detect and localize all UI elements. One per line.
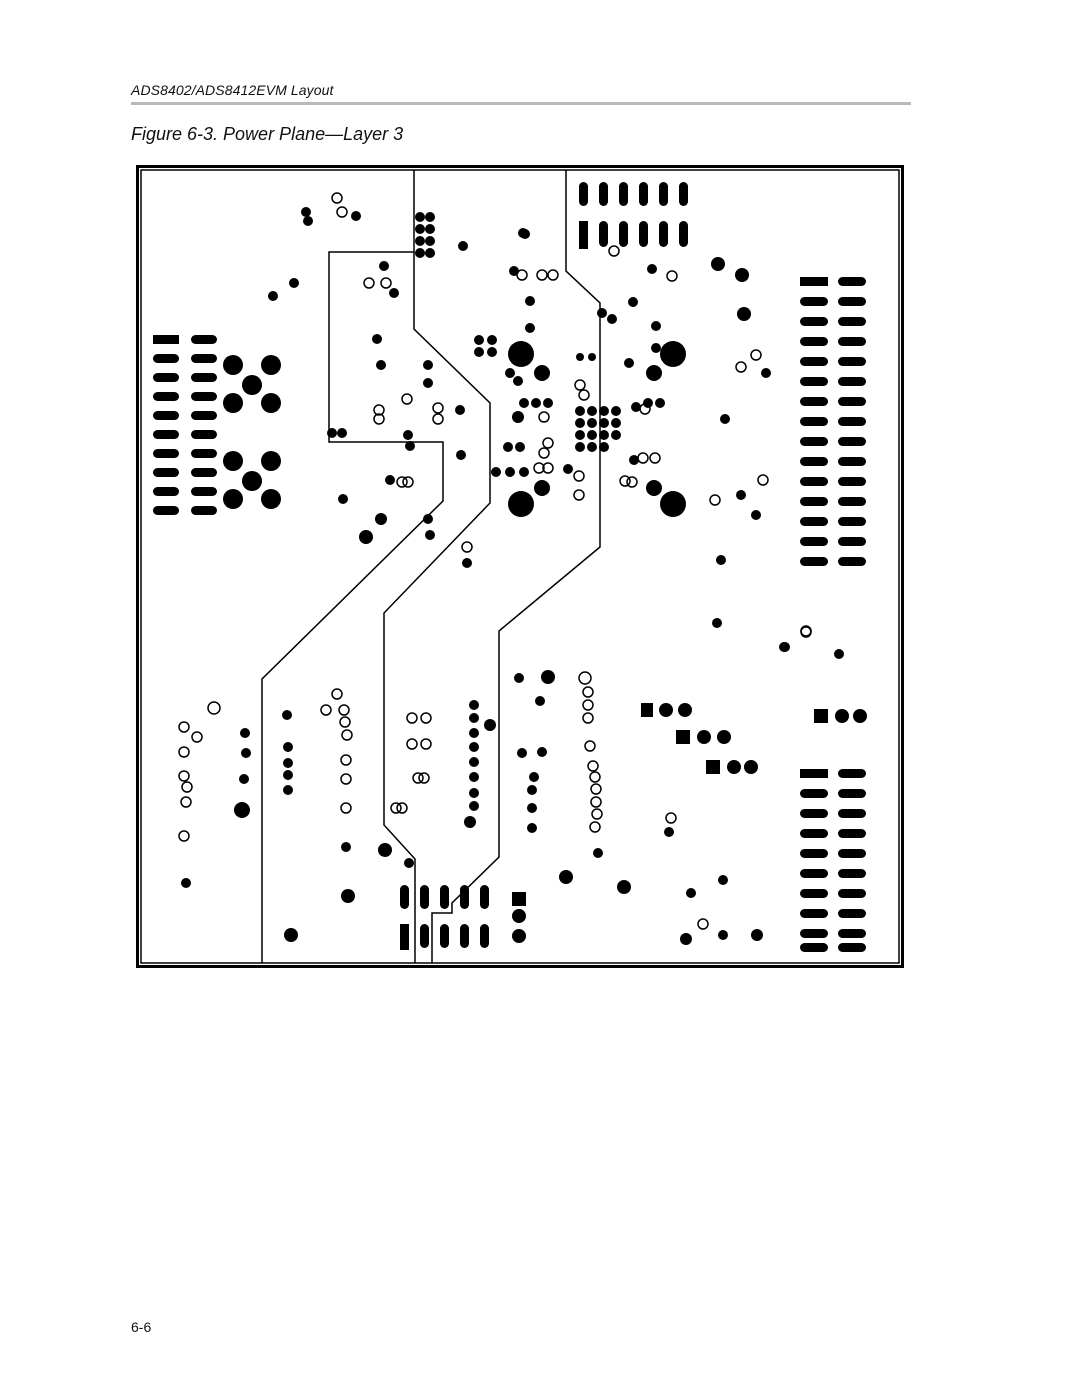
running-head: ADS8402/ADS8412EVM Layout: [131, 82, 334, 98]
bottom-ic-pads: [400, 885, 489, 950]
page-number: 6-6: [131, 1319, 152, 1335]
right-connector-upper: [800, 277, 866, 566]
header-rule: [131, 102, 911, 105]
vias: [181, 207, 844, 945]
center-ic-area: [491, 228, 686, 517]
plane-split-lines: [261, 170, 601, 963]
left-connector: [153, 335, 217, 515]
via-rings: [178, 192, 812, 930]
pad-groups-lower-right: [512, 703, 867, 943]
top-right-ic-pads: [579, 182, 688, 249]
pcb-layout-figure: [136, 165, 904, 968]
power-plane-drawing: [136, 165, 904, 968]
large-pads-left: [223, 355, 281, 509]
figure-caption: Figure 6-3. Power Plane—Layer 3: [131, 124, 404, 144]
right-connector-lower: [800, 769, 866, 952]
